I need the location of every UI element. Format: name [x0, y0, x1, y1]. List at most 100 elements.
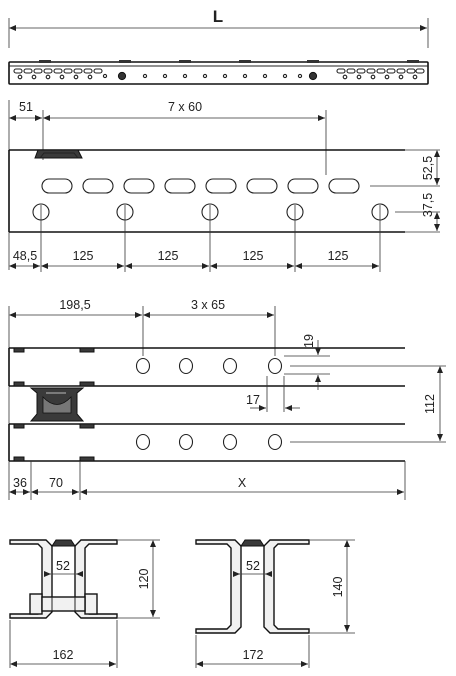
hole-row: [32, 203, 389, 221]
tab: [239, 60, 251, 63]
label-19: 19: [302, 334, 316, 348]
hole: [222, 73, 228, 79]
label-70: 70: [49, 476, 63, 490]
hole: [202, 73, 208, 79]
tab: [307, 60, 319, 63]
label-125: 125: [243, 249, 264, 263]
slot: [336, 68, 346, 74]
rail-body: [8, 61, 429, 85]
label-162: 162: [53, 648, 74, 662]
label-37-5: 37,5: [421, 193, 435, 217]
slot: [82, 178, 114, 194]
slot: [41, 178, 73, 194]
hole: [412, 74, 418, 80]
hole: [178, 357, 194, 375]
hole: [45, 74, 51, 80]
bolt-hole: [117, 71, 127, 81]
hole: [182, 73, 188, 79]
slot: [396, 68, 406, 74]
side-hole-row-lower: [135, 433, 283, 451]
bolt-hole: [308, 71, 318, 81]
section-view-2: 52 140 172: [195, 539, 355, 668]
hole: [135, 433, 151, 451]
slot: [356, 68, 366, 74]
hole: [297, 73, 303, 79]
slot: [13, 68, 23, 74]
label-36: 36: [13, 476, 27, 490]
hole: [242, 73, 248, 79]
clamp-bracket: [34, 149, 83, 159]
hole: [267, 357, 283, 375]
label-52: 52: [56, 559, 70, 573]
hole: [222, 357, 238, 375]
top-bracket: [240, 539, 265, 547]
upper-rail: [8, 347, 405, 387]
hole: [342, 74, 348, 80]
hole: [135, 357, 151, 375]
hole: [222, 433, 238, 451]
slot: [328, 178, 360, 194]
rail-tab: [13, 347, 25, 353]
label-X: X: [238, 476, 247, 490]
rail-tab: [13, 456, 25, 462]
slot: [406, 68, 416, 74]
slot: [43, 68, 53, 74]
slot: [415, 68, 425, 74]
label-52: 52: [246, 559, 260, 573]
hole: [142, 73, 148, 79]
hole: [59, 74, 65, 80]
hole: [31, 74, 37, 80]
bolt-shaft: [41, 596, 86, 612]
slot: [205, 178, 237, 194]
rail-tab: [79, 423, 95, 429]
tab: [179, 60, 191, 63]
right-profile: [263, 539, 310, 634]
hole: [162, 73, 168, 79]
hole: [102, 73, 108, 79]
label-3x65: 3 x 65: [191, 298, 225, 312]
tab: [39, 60, 51, 63]
rail-tab: [79, 381, 95, 387]
left-profile: [195, 539, 242, 634]
slot: [123, 178, 155, 194]
section-view-1: 52 120 162: [9, 539, 160, 668]
slot: [346, 68, 356, 74]
rail-slots: [13, 60, 425, 81]
tab: [407, 60, 419, 63]
hole: [384, 74, 390, 80]
hole: [267, 433, 283, 451]
slot: [246, 178, 278, 194]
rail-tab: [79, 456, 95, 462]
label-52-5: 52,5: [421, 156, 435, 180]
slot: [33, 68, 43, 74]
slot: [83, 68, 93, 74]
overall-view: L: [8, 7, 429, 85]
clamp-detail: [39, 152, 79, 159]
connector-detail: [42, 395, 72, 414]
label-length: L: [213, 7, 223, 26]
front-view: 51 7 x 60 52,5 37,5 48,5 125 125 125 12: [8, 100, 440, 272]
tab: [119, 60, 131, 63]
hole: [17, 74, 23, 80]
label-125: 125: [328, 249, 349, 263]
label-125: 125: [158, 249, 179, 263]
label-140: 140: [331, 577, 345, 598]
side-hole-row-upper: [135, 357, 283, 375]
slot: [93, 68, 103, 74]
label-17: 17: [246, 393, 260, 407]
slot: [53, 68, 63, 74]
rail-tab: [13, 423, 25, 429]
hole: [282, 73, 288, 79]
label-51: 51: [19, 100, 33, 114]
label-198-5: 198,5: [59, 298, 90, 312]
slot: [23, 68, 33, 74]
slot: [164, 178, 196, 194]
label-120: 120: [137, 569, 151, 590]
slot: [287, 178, 319, 194]
slot-row: [41, 178, 360, 194]
rail-tab: [13, 381, 25, 387]
hole: [87, 74, 93, 80]
slot: [73, 68, 83, 74]
slot: [63, 68, 73, 74]
